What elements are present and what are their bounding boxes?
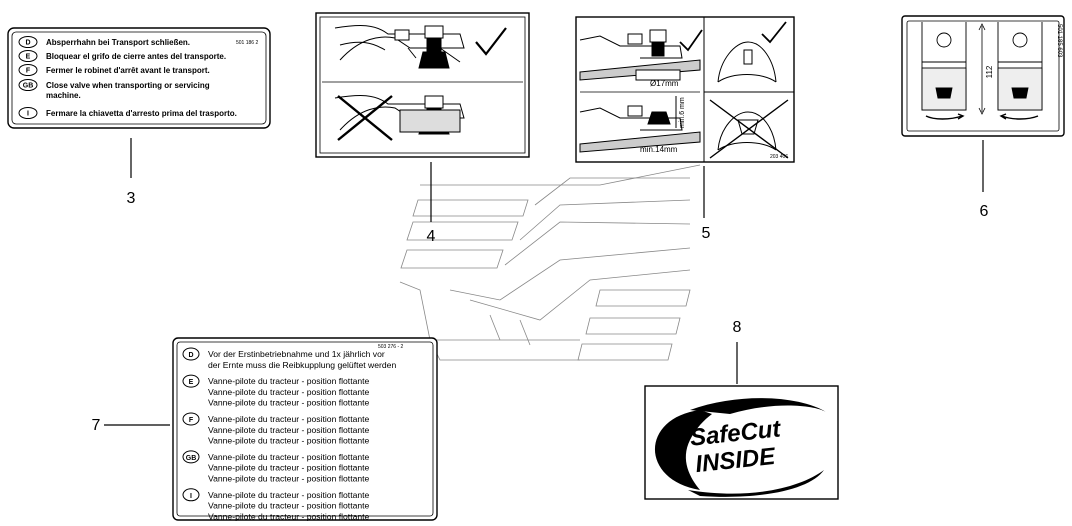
decal-3-text: machine.: [46, 91, 81, 100]
language-code: D: [25, 40, 30, 47]
language-badge: [182, 450, 200, 464]
check-mark-icon: [679, 29, 703, 52]
language-code: GB: [186, 455, 197, 462]
decal-7-text: Vanne-pilote du tracteur - position flot…: [208, 490, 370, 500]
decal-7-text: Vanne-pilote du tracteur - position flot…: [208, 474, 370, 484]
decal-3-text: Fermare la chiavetta d'arresto prima del…: [46, 109, 237, 118]
decal-3-text: Bloquear el grifo de cierre antes del tr…: [46, 52, 226, 61]
blade-mount-correct-illustration: [579, 29, 701, 81]
blade-length-value: 112: [985, 65, 994, 78]
decal-3: 501 186 2 D Absperrhahn bei Transport sch…: [7, 27, 271, 129]
decal-6: 112 501 185 603: [901, 15, 1065, 137]
decal-3-text: Close valve when transporting or servici…: [46, 81, 210, 90]
decal-7-code: 503 276 - 2: [378, 344, 404, 350]
dim-diameter: Ø17mm: [650, 79, 679, 88]
decal-3-text: Fermer le robinet d'arrêt avant le trans…: [46, 66, 210, 75]
callout-5: 5: [702, 225, 711, 242]
cross-mark-icon: [709, 99, 789, 159]
language-code: E: [26, 54, 31, 61]
callout-7: 7: [92, 417, 101, 434]
machine-silhouette: [399, 164, 701, 361]
decal-8: SafeCut INSIDE: [644, 385, 839, 500]
callout-4: 4: [427, 228, 436, 245]
decal-7-text: Vanne-pilote du tracteur - position flot…: [208, 398, 370, 408]
decal-7-text: Vanne-pilote du tracteur - position flot…: [208, 501, 370, 511]
decal-6-code: 501 185 603: [1056, 24, 1062, 58]
length-dimension: [978, 23, 986, 115]
callout-8: 8: [733, 319, 742, 336]
decal-7-text: Vanne-pilote du tracteur - position flot…: [208, 452, 370, 462]
language-badge: [18, 79, 38, 91]
decal-5: Ø17mm min.14mm min.6 mm 203 406: [575, 16, 795, 163]
decal-7-text: Vanne-pilote du tracteur - position flot…: [208, 463, 370, 473]
check-mark-icon: [761, 21, 787, 44]
language-badge: [18, 107, 38, 119]
decal-4: [315, 12, 530, 158]
language-badge: [182, 374, 200, 388]
cross-mark-icon: [337, 95, 393, 141]
language-code: I: [190, 493, 192, 500]
correct-mount-illustration: [334, 25, 465, 69]
decal-7-text: Vanne-pilote du tracteur - position flot…: [208, 414, 370, 424]
language-badge: [18, 36, 38, 48]
language-code: F: [26, 68, 31, 75]
blade-shape-correct-illustration: [717, 41, 777, 83]
language-badge: [182, 412, 200, 426]
decal-7-text: Vanne-pilote du tracteur - position flot…: [208, 511, 370, 521]
callout-3: 3: [127, 190, 136, 207]
decal-7-text: Vor der Erstinbetriebnahme und 1x jährli…: [208, 349, 385, 359]
check-mark-icon: [475, 27, 507, 56]
language-code: D: [188, 352, 193, 359]
decal-7: 503 276 - 2 D Vor der Erstinbetriebnahme …: [172, 337, 438, 521]
decal-3-code: 501 186 2: [236, 40, 258, 46]
blade-shape-worn-illustration: [717, 111, 777, 151]
decal-7-text: Vanne-pilote du tracteur - position flot…: [208, 425, 370, 435]
blade-front-illustration: [921, 22, 967, 120]
dim-min-gap: min.6 mm: [679, 97, 686, 128]
decal-5-code: 203 406: [770, 154, 788, 160]
language-code: I: [27, 111, 29, 118]
dim-min-length: min.14mm: [640, 145, 678, 154]
decal-7-text: der Ernte muss die Reibkupplung gelüftet…: [208, 360, 396, 370]
callout-6: 6: [980, 203, 989, 220]
blade-back-illustration: [997, 22, 1043, 120]
language-code: F: [189, 417, 194, 424]
language-code: E: [189, 379, 194, 386]
language-badge: [182, 347, 200, 361]
language-badge: [182, 488, 200, 502]
language-code: GB: [23, 83, 34, 90]
language-badge: [18, 50, 38, 62]
language-badge: [18, 64, 38, 76]
decal-7-text: Vanne-pilote du tracteur - position flot…: [208, 376, 370, 386]
decal-3-text: Absperrhahn bei Transport schließen.: [46, 38, 190, 47]
decal-7-text: Vanne-pilote du tracteur - position flot…: [208, 436, 370, 446]
decal-7-text: Vanne-pilote du tracteur - position flot…: [208, 387, 370, 397]
blade-mount-clearance-illustration: [579, 96, 701, 153]
